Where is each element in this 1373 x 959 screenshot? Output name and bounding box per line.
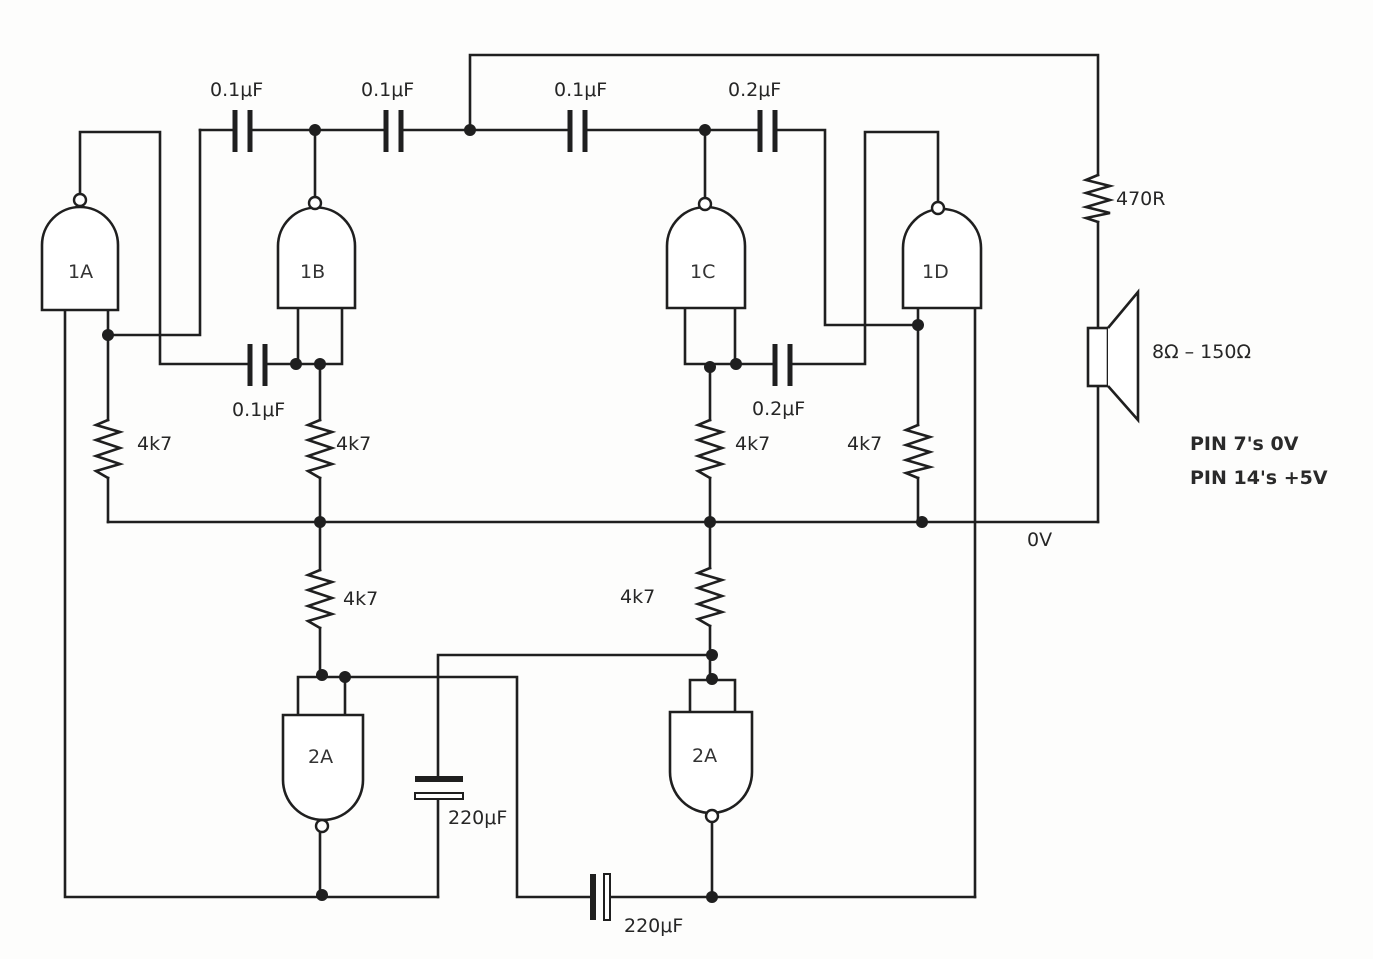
capacitor-c3-label: 0.1μF xyxy=(554,79,607,101)
resistor-r4: 4k7 xyxy=(847,423,935,480)
gate-2a-right-label: 2A xyxy=(692,745,717,767)
gate-2a-left: 2A xyxy=(281,713,365,834)
pin7-note: PIN 7's 0V xyxy=(1190,433,1299,455)
capacitor-c2-label: 0.1μF xyxy=(361,79,414,101)
resistor-r5: 4k7 xyxy=(303,568,378,630)
gate-1d: 1D xyxy=(901,200,983,310)
gate-1b: 1B xyxy=(276,195,357,310)
speaker-label: 8Ω – 150Ω xyxy=(1152,341,1251,363)
junction-dots xyxy=(102,124,928,903)
wiring xyxy=(63,53,1100,899)
capacitor-electrolytic-vertical-label: 220μF xyxy=(448,807,507,829)
capacitor-c6-label: 0.2μF xyxy=(752,398,805,420)
resistor-r2: 4k7 xyxy=(303,418,371,480)
capacitor-electrolytic-bottom: 220μF xyxy=(590,873,683,937)
gate-2a-right: 2A xyxy=(668,710,754,824)
capacitor-c2: 0.1μF xyxy=(361,79,414,152)
ground-rail-label: 0V xyxy=(1027,529,1052,551)
capacitor-c4-label: 0.2μF xyxy=(728,79,781,101)
gate-1a: 1A xyxy=(40,192,120,312)
resistor-r3-label: 4k7 xyxy=(735,433,770,455)
resistor-r7: 470R xyxy=(1081,173,1165,224)
capacitor-electrolytic-bottom-label: 220μF xyxy=(624,915,683,937)
capacitor-c5: 0.1μF xyxy=(232,344,285,421)
capacitor-c3: 0.1μF xyxy=(554,79,607,152)
gate-2a-left-label: 2A xyxy=(308,746,333,768)
capacitor-c5-label: 0.1μF xyxy=(232,399,285,421)
resistor-r1-label: 4k7 xyxy=(137,433,172,455)
capacitor-c1-label: 0.1μF xyxy=(210,79,263,101)
capacitor-c1: 0.1μF xyxy=(210,79,263,152)
gate-1d-label: 1D xyxy=(922,261,949,283)
speaker: 8Ω – 150Ω xyxy=(1086,288,1251,424)
gate-1a-label: 1A xyxy=(68,261,93,283)
gate-1c: 1C xyxy=(665,196,747,310)
capacitor-c6: 0.2μF xyxy=(752,344,805,420)
capacitor-c4: 0.2μF xyxy=(728,79,781,152)
resistor-r3: 4k7 xyxy=(693,418,770,480)
gate-1b-label: 1B xyxy=(300,261,325,283)
resistor-r1: 4k7 xyxy=(91,418,172,480)
resistor-r5-label: 4k7 xyxy=(343,588,378,610)
capacitor-electrolytic-vertical: 220μF xyxy=(414,776,507,829)
resistor-r2-label: 4k7 xyxy=(336,433,371,455)
pin-notes: PIN 7's 0V PIN 14's +5V xyxy=(1190,433,1328,489)
resistor-r7-label: 470R xyxy=(1116,188,1165,210)
resistor-r6: 4k7 xyxy=(620,566,727,628)
resistor-r6-label: 4k7 xyxy=(620,586,655,608)
resistor-r4-label: 4k7 xyxy=(847,433,882,455)
gate-1c-label: 1C xyxy=(690,261,715,283)
pin14-note: PIN 14's +5V xyxy=(1190,467,1328,489)
